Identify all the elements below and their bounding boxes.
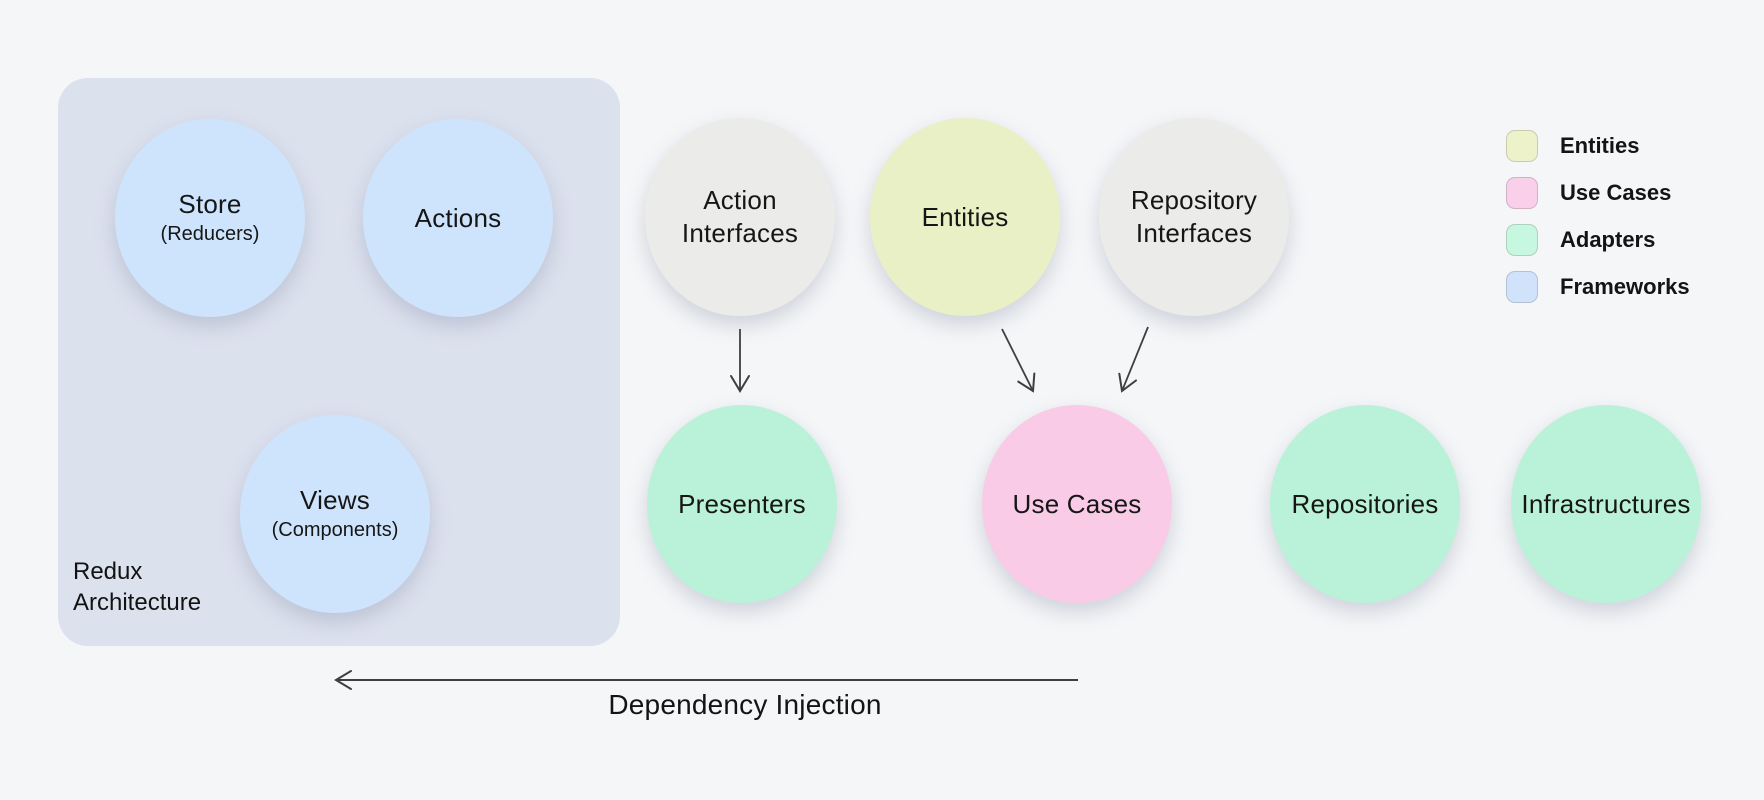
node-infrastructures: Infrastructures	[1511, 405, 1701, 603]
node-repositories: Repositories	[1270, 405, 1460, 603]
node-entities: Entities	[870, 118, 1060, 316]
node-actions: Actions	[363, 119, 553, 317]
arrow-entities-to-use-cases	[1001, 328, 1036, 393]
node-store-sublabel: (Reducers)	[160, 223, 260, 245]
node-action-interfaces-label-line1: Action	[703, 185, 777, 215]
node-presenters-label: Presenters	[678, 488, 806, 519]
legend-item-frameworks: Frameworks	[1506, 271, 1690, 303]
node-infrastructures-label: Infrastructures	[1521, 488, 1691, 519]
node-views-sublabel: (Components)	[271, 519, 399, 541]
node-repository-interfaces: Repository Interfaces	[1099, 118, 1289, 316]
legend-label-frameworks: Frameworks	[1560, 274, 1690, 299]
legend: Entities Use Cases Adapters Frameworks	[1506, 130, 1690, 318]
legend-label-entities: Entities	[1560, 133, 1640, 158]
node-use-cases: Use Cases	[982, 405, 1172, 603]
redux-panel-label: Redux Architecture	[73, 558, 202, 616]
legend-item-entities: Entities	[1506, 130, 1690, 162]
legend-label-use-cases: Use Cases	[1560, 180, 1672, 205]
dependency-injection-label: Dependency Injection	[608, 689, 882, 720]
legend-item-use-cases: Use Cases	[1506, 177, 1690, 209]
legend-swatch-adapters	[1506, 224, 1538, 256]
node-store: Store (Reducers)	[115, 119, 305, 317]
node-store-label: Store	[178, 189, 242, 219]
legend-swatch-entities	[1506, 130, 1538, 162]
node-repositories-label: Repositories	[1291, 488, 1439, 519]
legend-swatch-frameworks	[1506, 271, 1538, 303]
arrow-repository-interfaces-to-use-cases	[1118, 326, 1149, 393]
node-action-interfaces-label-line2: Interfaces	[681, 218, 799, 248]
node-action-interfaces: Action Interfaces	[645, 118, 835, 316]
node-views-label: Views	[300, 485, 370, 515]
legend-swatch-use-cases	[1506, 177, 1538, 209]
node-presenters: Presenters	[647, 405, 837, 603]
node-repository-interfaces-label-line1: Repository	[1130, 185, 1258, 215]
node-entities-label: Entities	[921, 201, 1009, 232]
node-use-cases-label: Use Cases	[1012, 488, 1142, 519]
node-repository-interfaces-label-line2: Interfaces	[1135, 218, 1253, 248]
legend-label-adapters: Adapters	[1560, 227, 1656, 252]
node-actions-label: Actions	[414, 202, 502, 233]
node-views: Views (Components)	[240, 415, 430, 613]
legend-item-adapters: Adapters	[1506, 224, 1690, 256]
